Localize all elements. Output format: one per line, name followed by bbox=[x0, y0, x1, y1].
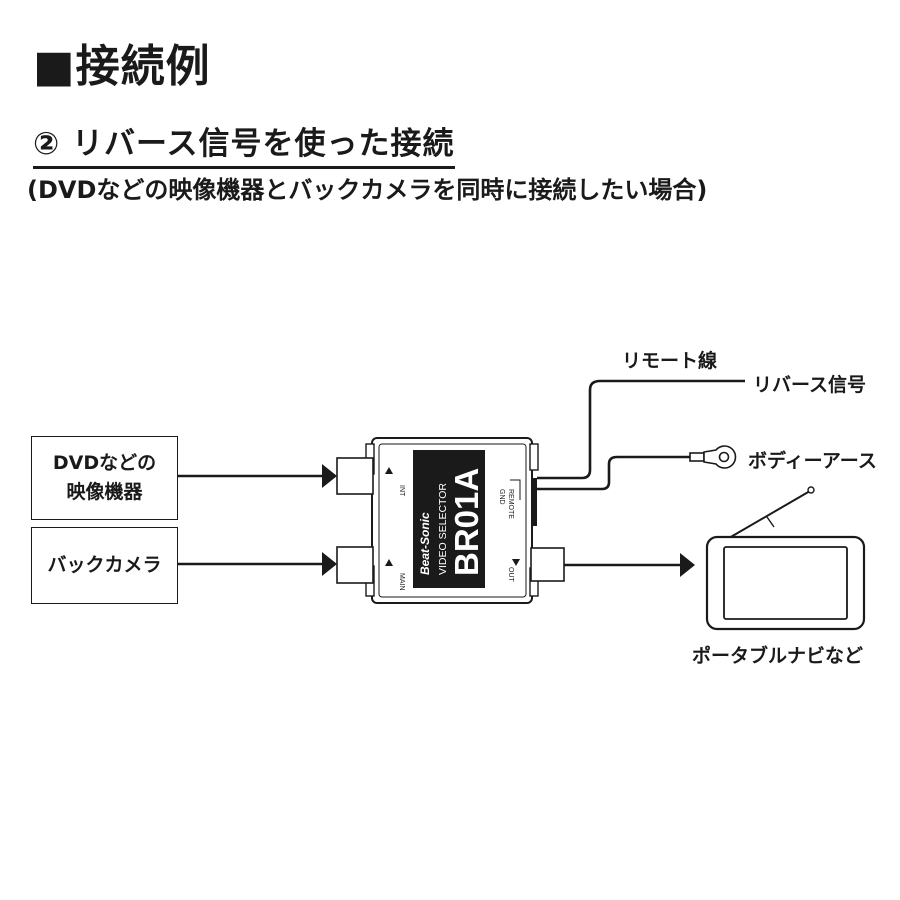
sub-note: (DVDなどの映像機器とバックカメラを同時に接続したい場合) bbox=[27, 176, 708, 204]
brand-text: Beat-Sonic bbox=[418, 512, 432, 575]
reverse-signal-label: リバース信号 bbox=[753, 374, 867, 396]
input-cables bbox=[178, 474, 326, 566]
out-port-icon bbox=[512, 559, 520, 566]
port-main-text: MAIN bbox=[398, 573, 405, 591]
remote-wire-label: リモート線 bbox=[622, 350, 718, 372]
video-selector-device bbox=[336, 437, 565, 604]
ground-terminal-icon bbox=[689, 445, 737, 469]
dvd-arrow-icon bbox=[322, 464, 337, 488]
out-connector bbox=[530, 547, 565, 582]
output-arrow-icon bbox=[680, 553, 695, 577]
int-connector bbox=[336, 457, 374, 495]
ground-wire bbox=[537, 455, 695, 491]
product-type-text: VIDEO SELECTOR bbox=[437, 483, 449, 575]
port-int-text: INT bbox=[398, 485, 405, 497]
main-port-icon bbox=[385, 559, 393, 566]
main-connector bbox=[336, 546, 374, 584]
back-camera-box: バックカメラ bbox=[31, 527, 178, 604]
body-ground-label: ボディーアース bbox=[748, 450, 877, 472]
remote-wire bbox=[537, 379, 745, 480]
port-remote-text: REMOTE bbox=[507, 489, 514, 519]
camera-arrow-icon bbox=[322, 552, 337, 576]
remote-terminal bbox=[531, 478, 537, 526]
port-gnd-text: GND bbox=[498, 489, 505, 505]
int-port-icon bbox=[385, 467, 393, 474]
port-out-text: OUT bbox=[507, 567, 514, 583]
main-title: ■接続例 bbox=[33, 41, 211, 92]
dvd-label-line1: DVDなどの bbox=[52, 452, 157, 474]
dvd-source-box: DVDなどの 映像機器 bbox=[31, 436, 178, 520]
dvd-label-line2: 映像機器 bbox=[66, 481, 143, 503]
portable-navi-label: ポータブルナビなど bbox=[692, 645, 864, 667]
portable-navi-icon bbox=[705, 486, 866, 631]
model-text: BR01A bbox=[448, 468, 485, 576]
device-label-panel bbox=[413, 450, 485, 588]
back-camera-label: バックカメラ bbox=[47, 554, 162, 576]
sub-title: ② リバース信号を使った接続 bbox=[33, 118, 455, 169]
